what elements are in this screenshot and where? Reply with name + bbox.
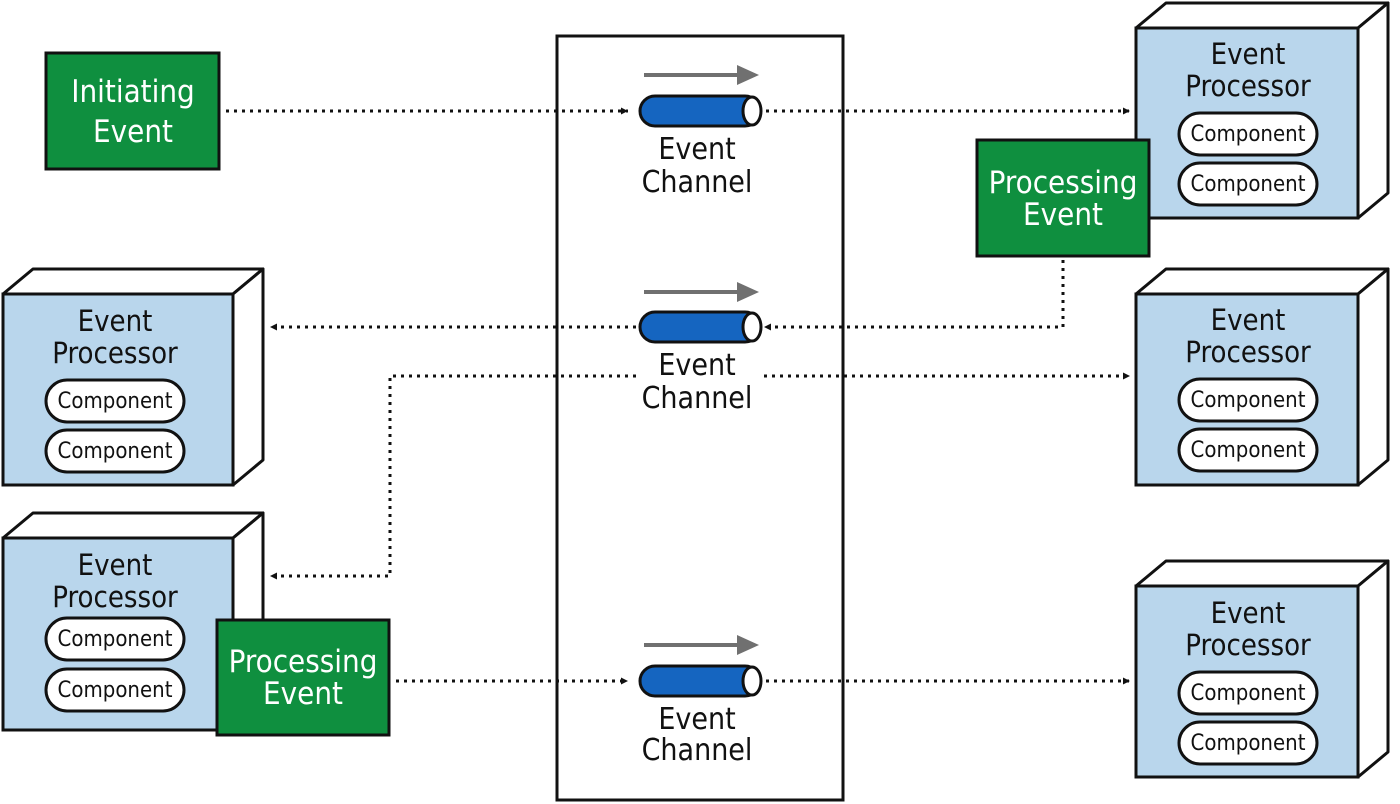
processing-event-line2: Event: [1023, 197, 1103, 233]
component-label: Component: [58, 678, 173, 703]
processor-title-line2: Processor: [1185, 628, 1311, 662]
processing-event-line2: Event: [263, 676, 343, 712]
processor-title-line1: Event: [1211, 37, 1286, 71]
initiating-event-line1: Initiating: [71, 74, 195, 110]
event-channel-1: Event Channel: [638, 65, 763, 200]
processor-title-line2: Processor: [1185, 69, 1311, 103]
processor-title-line1: Event: [78, 304, 153, 338]
component-pill: Component: [1177, 161, 1319, 207]
component-label: Component: [1191, 731, 1306, 756]
component-pill: Component: [44, 378, 186, 424]
event-channel-2: Event Channel: [638, 282, 763, 416]
processor-title-line2: Processor: [52, 580, 178, 614]
component-label: Component: [58, 627, 173, 652]
component-pill: Component: [1177, 720, 1319, 766]
right-arrow-icon: [644, 635, 759, 655]
processor-title-line1: Event: [1211, 303, 1286, 337]
right-arrow-icon: [644, 282, 759, 302]
component-pill: Component: [1177, 427, 1319, 473]
processor-title-line1: Event: [78, 548, 153, 582]
component-pill: Component: [44, 428, 186, 474]
right-arrow-icon: [644, 65, 759, 85]
channel-pipe: [638, 664, 763, 698]
event-channel-3: Event Channel: [638, 635, 763, 768]
component-pill: Component: [44, 667, 186, 713]
component-label: Component: [1191, 681, 1306, 706]
flow-channel-2-to-processor-bottom-left: [270, 374, 636, 580]
component-pill: Component: [44, 616, 186, 662]
channel-pipe: [638, 310, 763, 344]
component-pill: Component: [1177, 670, 1319, 716]
processor-title-line2: Processor: [1185, 335, 1311, 369]
processing-event-line1: Processing: [229, 644, 378, 680]
component-label: Component: [1191, 388, 1306, 413]
initiating-event-line2: Event: [93, 114, 173, 150]
processing-event-line1: Processing: [989, 165, 1138, 201]
processor-title-line1: Event: [1211, 596, 1286, 630]
component-label: Component: [1191, 438, 1306, 463]
component-label: Component: [1191, 172, 1306, 197]
component-label: Component: [1191, 122, 1306, 147]
flow-processing-event-to-channel-2: [764, 260, 1065, 331]
event-processor-top-right: Event Processor Component Component: [1134, 1, 1390, 220]
processor-title-line2: Processor: [52, 336, 178, 370]
component-label: Component: [58, 389, 173, 414]
channel-label-line1: Event: [658, 702, 735, 737]
event-processor-mid-left: Event Processor Component Component: [1, 267, 265, 487]
component-pill: Component: [1177, 111, 1319, 157]
event-processor-bottom-right: Event Processor Component Component: [1134, 559, 1390, 779]
channel-label-line2: Channel: [642, 733, 753, 768]
channel-pipe: [638, 94, 763, 128]
processing-event-top-right: Processing Event: [975, 138, 1151, 258]
processing-event-bottom-left: Processing Event: [215, 618, 391, 737]
initiating-event-box: Initiating Event: [44, 51, 221, 171]
event-processor-mid-right: Event Processor Component Component: [1134, 267, 1390, 487]
channel-label-line2: Channel: [642, 381, 753, 416]
channel-label-line2: Channel: [642, 165, 753, 200]
component-pill: Component: [1177, 377, 1319, 423]
channel-label-line1: Event: [658, 132, 735, 167]
component-label: Component: [58, 439, 173, 464]
channel-label-line1: Event: [658, 348, 735, 383]
